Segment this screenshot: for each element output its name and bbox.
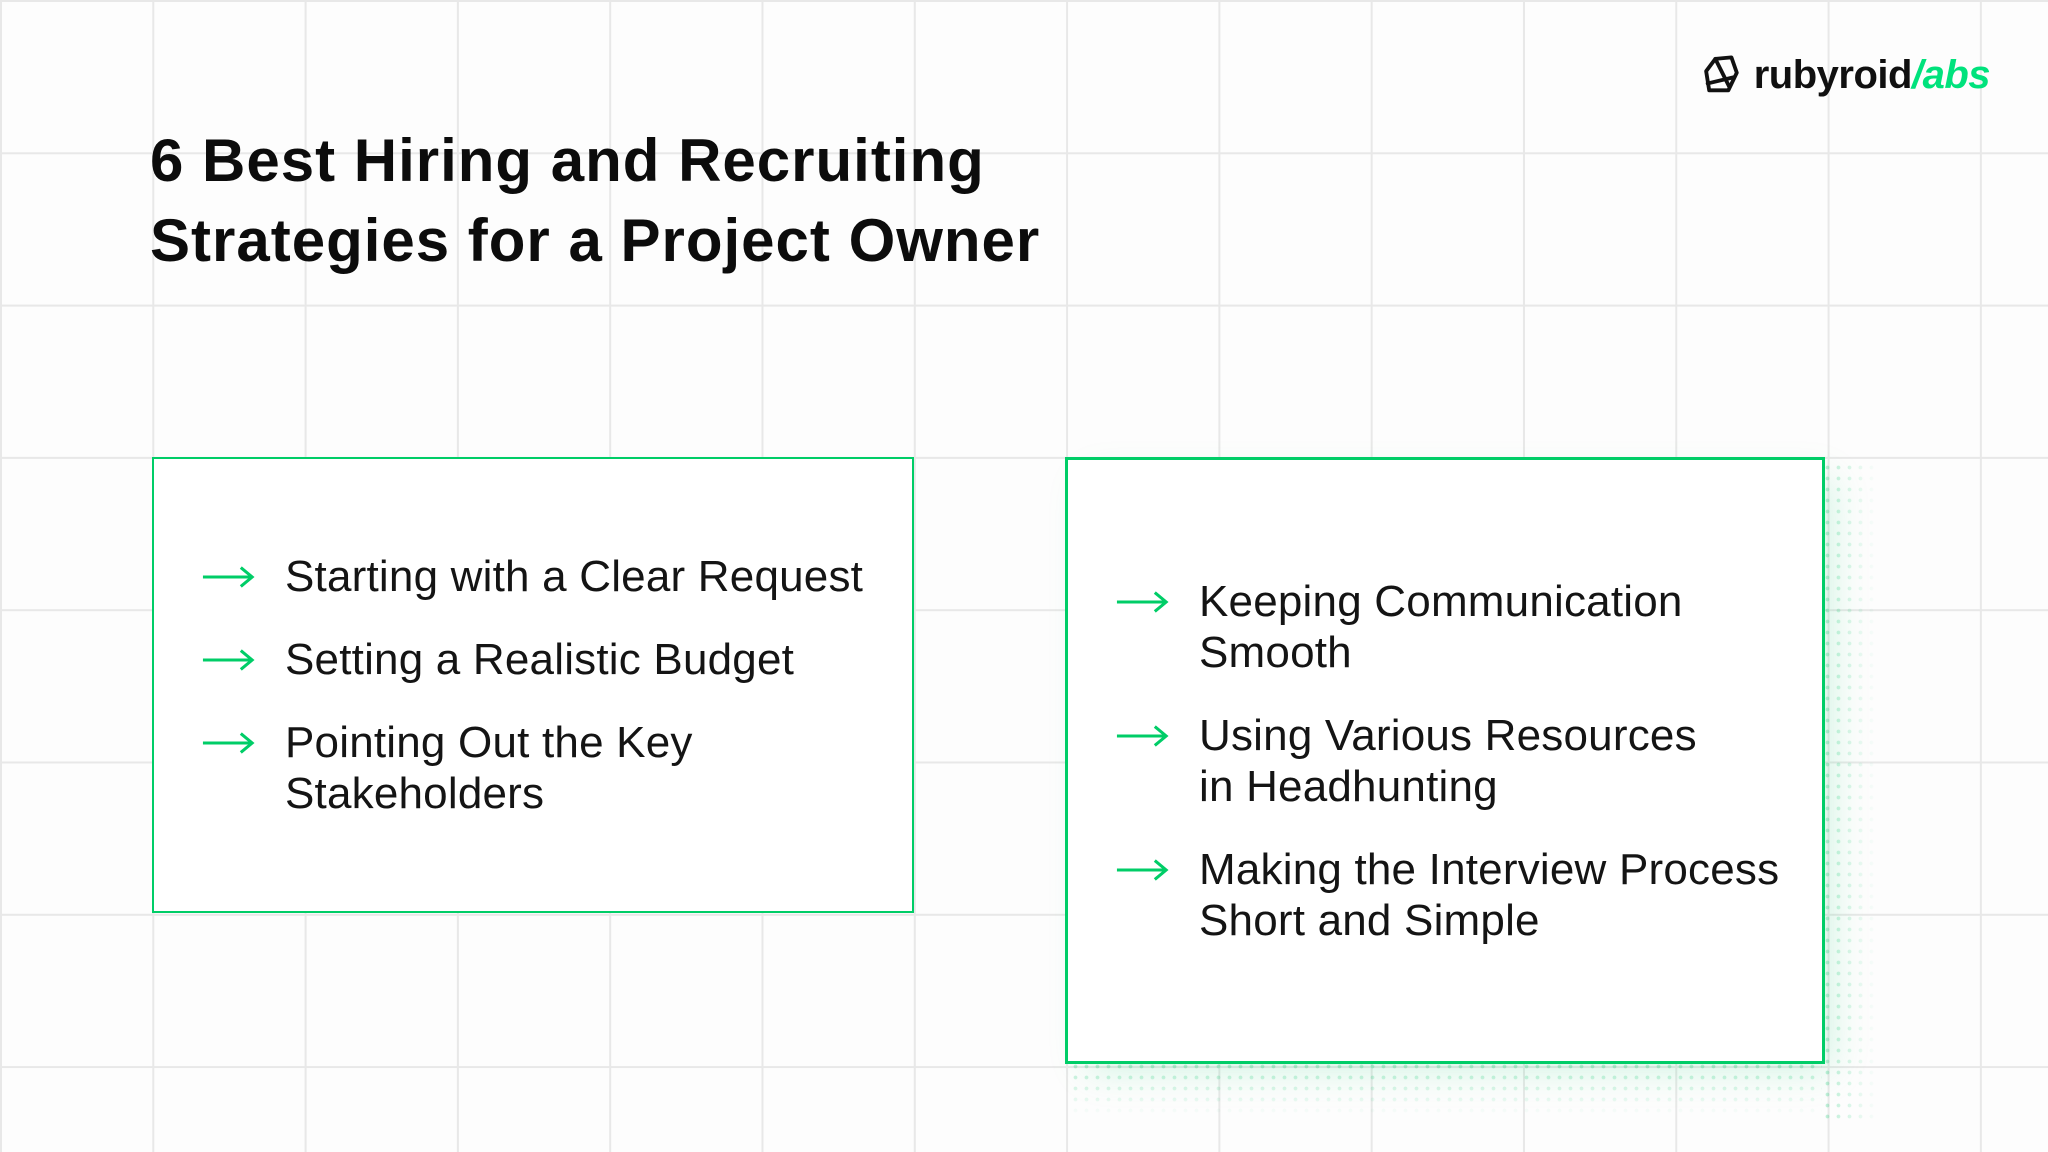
- strategies-card-right: Keeping Communication Smooth Using Vario…: [1065, 457, 1825, 1064]
- strategies-list-right: Keeping Communication Smooth Using Vario…: [1116, 576, 1798, 946]
- brand-accent: /abs: [1911, 52, 1991, 97]
- page-title: 6 Best Hiring and Recruiting Strategies …: [150, 121, 1040, 281]
- arrow-right-icon: [1116, 859, 1169, 881]
- list-item: Making the Interview Process Short and S…: [1116, 844, 1798, 946]
- list-item: Keeping Communication Smooth: [1116, 576, 1798, 678]
- strategies-card-left: Starting with a Clear Request Setting a …: [152, 457, 914, 913]
- brand-wordmark: rubyroid/abs: [1753, 52, 1991, 98]
- list-item: Using Various Resources in Headhunting: [1116, 710, 1798, 812]
- list-item: Setting a Realistic Budget: [202, 634, 888, 685]
- brand-name: rubyroid: [1753, 52, 1913, 97]
- arrow-right-icon: [202, 566, 255, 588]
- arrow-right-icon: [202, 649, 255, 671]
- page-title-line-1: 6 Best Hiring and Recruiting: [150, 127, 985, 194]
- strategies-list-left: Starting with a Clear Request Setting a …: [202, 551, 888, 819]
- list-item-label: Pointing Out the Key Stakeholders: [285, 718, 693, 818]
- page-title-line-2: Strategies for a Project Owner: [150, 207, 1041, 274]
- list-item-label: Using Various Resources in Headhunting: [1199, 711, 1697, 811]
- list-item-label: Keeping Communication Smooth: [1199, 577, 1683, 677]
- rubyroid-gem-icon: [1703, 55, 1739, 93]
- list-item: Starting with a Clear Request: [202, 551, 888, 602]
- list-item-label: Making the Interview Process Short and S…: [1199, 845, 1780, 945]
- arrow-right-icon: [1116, 725, 1169, 747]
- list-item-label: Starting with a Clear Request: [285, 552, 864, 601]
- brand-logo: rubyroid/abs: [1700, 52, 1991, 98]
- arrow-right-icon: [202, 732, 255, 754]
- list-item-label: Setting a Realistic Budget: [285, 635, 795, 684]
- list-item: Pointing Out the Key Stakeholders: [202, 717, 888, 819]
- arrow-right-icon: [1116, 591, 1169, 613]
